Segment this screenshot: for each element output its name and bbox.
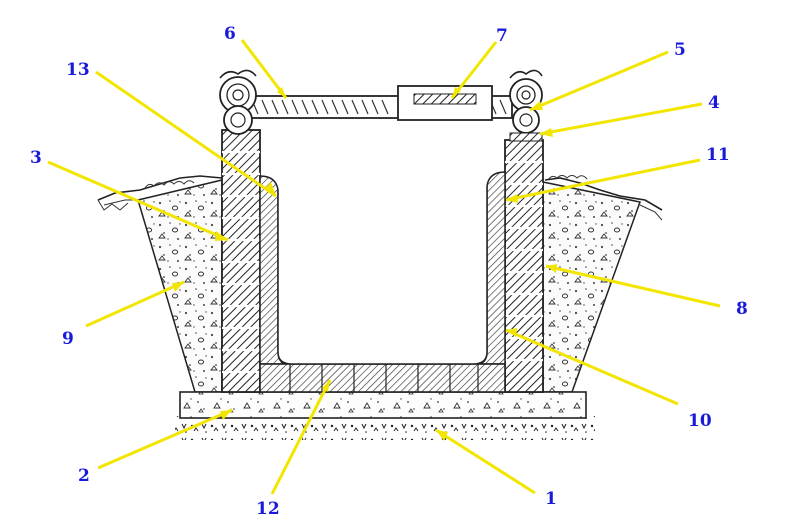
leader-arrowheads (172, 87, 557, 441)
brick-wall-left (221, 129, 261, 393)
brick-wall-right (504, 139, 544, 393)
callout-11: 11 (706, 145, 730, 165)
callout-8: 8 (736, 299, 748, 319)
callout-1: 1 (545, 489, 557, 509)
leader-7 (450, 41, 498, 99)
leader-5 (529, 50, 669, 112)
log-cap-right (509, 69, 543, 142)
callout-10: 10 (688, 411, 712, 431)
callout-9: 9 (62, 329, 74, 349)
hatch-cover (397, 85, 493, 121)
callout-13: 13 (66, 60, 90, 80)
callout-7: 7 (496, 26, 508, 46)
ground-surface (97, 175, 663, 221)
callout-6: 6 (224, 24, 236, 44)
callout-2: 2 (78, 466, 90, 486)
callout-labels: 1 2 3 4 5 6 7 8 9 10 11 12 13 (30, 24, 748, 519)
callout-4: 4 (708, 93, 720, 113)
callout-5: 5 (674, 40, 686, 60)
leader-13 (95, 70, 277, 198)
leader-11 (505, 158, 701, 202)
callout-3: 3 (30, 148, 42, 168)
backfill-right (542, 181, 641, 393)
floor-slab (259, 363, 506, 393)
leader-9 (85, 280, 185, 328)
log-cap-left (219, 69, 257, 135)
leader-10 (505, 328, 679, 406)
leader-12 (270, 379, 332, 495)
concrete-footing (179, 391, 587, 419)
callout-12: 12 (256, 499, 280, 519)
natural-soil-base (175, 416, 595, 440)
leader-1 (435, 428, 536, 495)
leader-lines (47, 39, 721, 495)
leader-4 (539, 102, 703, 136)
leader-8 (545, 264, 721, 308)
leader-3 (47, 160, 229, 242)
leader-2 (97, 408, 233, 470)
pit-cavity (277, 186, 488, 365)
leader-6 (240, 39, 288, 99)
